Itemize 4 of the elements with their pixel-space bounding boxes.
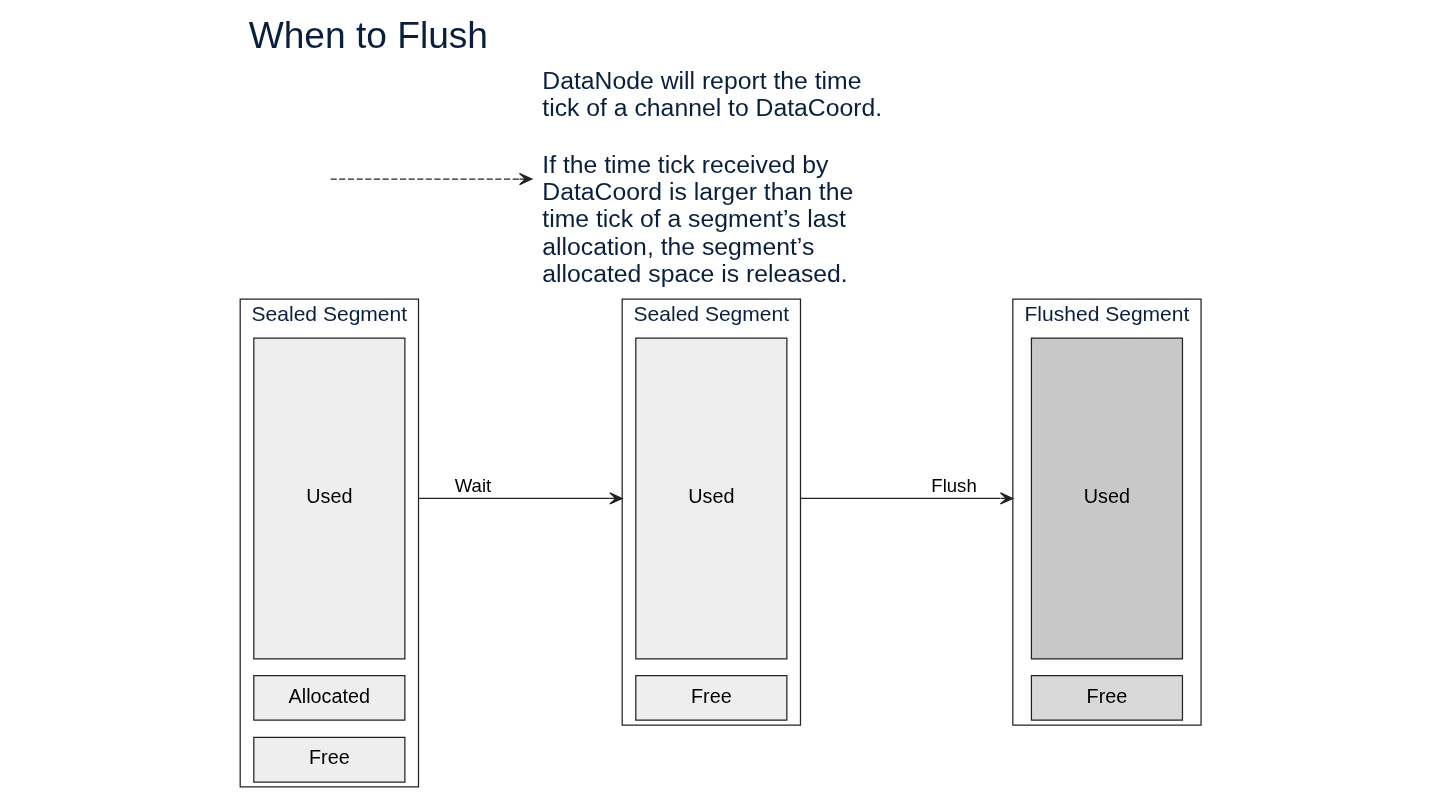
edge-label: Wait xyxy=(454,475,492,497)
edge-label: Flush xyxy=(931,475,977,497)
node-text: DataNode will report the time tick of a channel to DataCoord. If the time tick received by DataCoord is larger than the time tick of a segment’s last allocation, the segment’s allocated space is released. xyxy=(542,66,883,287)
diagram-title: When to Flush xyxy=(248,13,489,56)
